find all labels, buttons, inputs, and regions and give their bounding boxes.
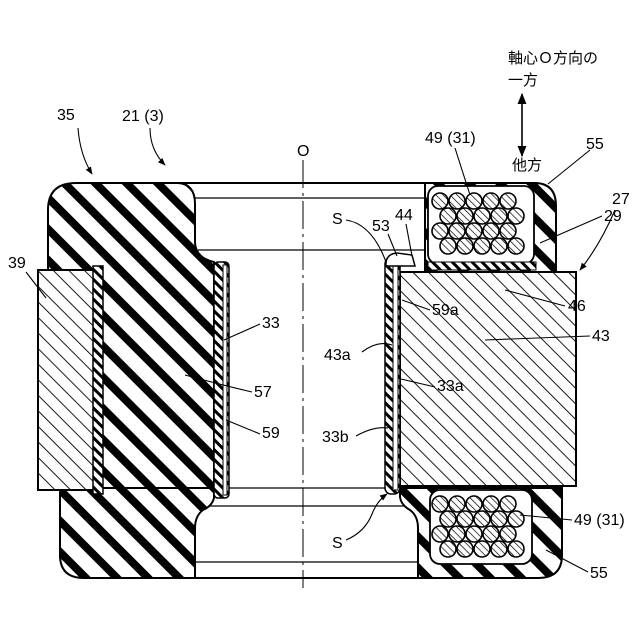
callout-53: 53 (372, 218, 390, 235)
coil-wire-section (449, 223, 465, 239)
sleeve-left-core (223, 265, 227, 495)
coil-wire-section (440, 511, 456, 527)
coil-wire-section (500, 496, 516, 512)
callout-46: 46 (568, 298, 586, 315)
coil-wire-section (457, 511, 473, 527)
callout-43a: 43a (324, 347, 351, 364)
coil-wire-section (432, 526, 448, 542)
coil-wire-section (483, 496, 499, 512)
coil-wire-section (500, 193, 516, 209)
callout-33: 33 (262, 315, 280, 332)
coil-wire-section (491, 541, 507, 557)
coil-wire-section (432, 496, 448, 512)
coil-bundle-top (432, 193, 524, 254)
coil-wire-section (508, 208, 524, 224)
sleeve-left (214, 262, 229, 498)
direction-note-other-side: 他方 (512, 156, 542, 174)
coil-wire-section (432, 223, 448, 239)
sleeve-right-core (393, 264, 398, 490)
coil-wire-section (457, 238, 473, 254)
coil-wire-section (457, 208, 473, 224)
coil-bundle-bottom (432, 496, 524, 557)
coil-wire-section (432, 193, 448, 209)
callout-49-top: 49 (31) (425, 130, 476, 147)
coil-wire-section (491, 511, 507, 527)
coil-wire-section (449, 496, 465, 512)
coil-wire-section (500, 526, 516, 542)
callout-44: 44 (395, 207, 413, 224)
coil-wire-section (491, 208, 507, 224)
coil-wire-section (440, 541, 456, 557)
callout-s-top: S (332, 211, 343, 228)
coil-wire-section (474, 238, 490, 254)
sleeve-right-hook (386, 253, 415, 266)
coil-wire-section (491, 238, 507, 254)
coil-wire-section (474, 208, 490, 224)
right-block (400, 272, 576, 486)
callout-s-bottom: S (332, 535, 343, 552)
coil-wire-section (474, 541, 490, 557)
callout-27: 27 (612, 191, 630, 208)
coil-wire-section (474, 511, 490, 527)
callout-33b: 33b (322, 429, 349, 446)
callout-29: 29 (604, 208, 622, 225)
coil-wire-section (449, 526, 465, 542)
direction-note-line1: 軸心Ｏ方向の (508, 49, 598, 67)
coil-wire-section (508, 511, 524, 527)
left-block-layer (93, 266, 103, 494)
callout-55-bottom: 55 (590, 565, 608, 582)
callout-59a: 59a (432, 302, 459, 319)
elastic-body-bottom-left (60, 488, 214, 578)
coil-base-strip (428, 262, 536, 270)
direction-note-line2: 一方 (508, 71, 538, 89)
coil-wire-section (508, 238, 524, 254)
coil-wire-section (483, 526, 499, 542)
left-block (38, 270, 100, 490)
callout-49-bottom: 49 (31) (574, 512, 625, 529)
coil-wire-section (500, 223, 516, 239)
callout-21: 21 (3) (122, 108, 164, 125)
coil-wire-section (466, 223, 482, 239)
coil-wire-section (449, 193, 465, 209)
coil-wire-section (457, 541, 473, 557)
callout-33a: 33a (437, 378, 464, 395)
axis-marker-label: O (297, 143, 309, 160)
coil-wire-section (440, 238, 456, 254)
callout-35: 35 (57, 107, 75, 124)
coil-wire-section (483, 223, 499, 239)
coil-wire-section (483, 193, 499, 209)
callout-59: 59 (262, 425, 280, 442)
callout-43: 43 (592, 328, 610, 345)
callout-55-top: 55 (586, 136, 604, 153)
callout-39: 39 (8, 255, 26, 272)
coil-wire-section (466, 526, 482, 542)
coil-wire-section (466, 193, 482, 209)
callout-57: 57 (254, 384, 272, 401)
coil-wire-section (466, 496, 482, 512)
coil-wire-section (508, 541, 524, 557)
coil-wire-section (440, 208, 456, 224)
